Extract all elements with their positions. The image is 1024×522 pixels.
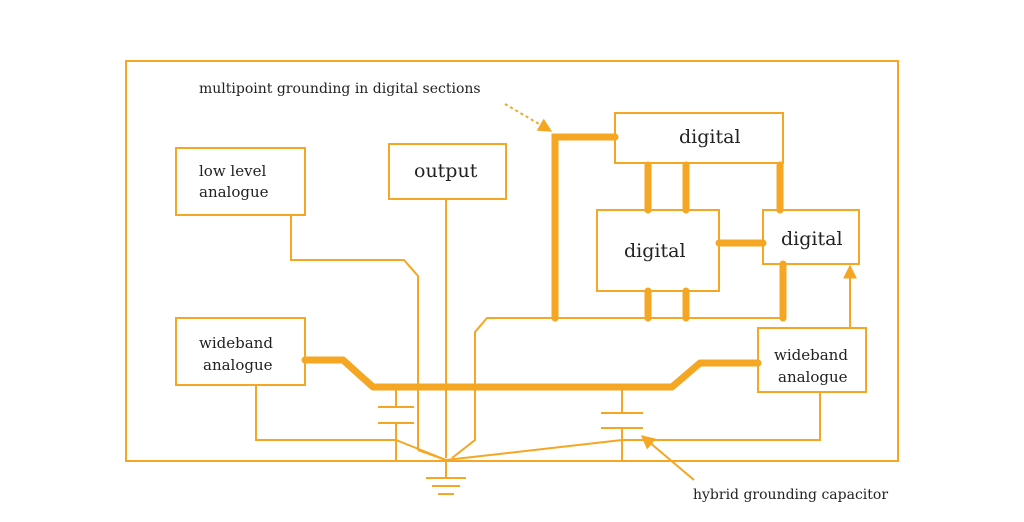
wideband-left-line1: wideband [199,334,273,352]
hybrid-arrow [640,435,695,481]
enclosure-frame [125,60,899,462]
output-label: output [414,160,478,182]
capacitor-icon [601,412,643,429]
digital-right-label: digital [781,228,843,250]
low-level-line2: analogue [199,183,269,201]
digital-top-label: digital [679,126,741,148]
digital-middle-label: digital [624,240,686,262]
block-digital-middle: digital [596,209,720,292]
wideband-right-line2: analogue [778,368,848,386]
block-low-level-analogue: low level analogue [175,147,306,216]
block-wideband-analogue-left: wideband analogue [175,317,306,386]
multipoint-arrow [504,103,553,132]
block-output: output [388,143,507,200]
block-digital-right: digital [762,209,860,265]
hybrid-annotation: hybrid grounding capacitor [693,487,888,503]
capacitor-icon [378,406,414,424]
multipoint-annotation: multipoint grounding in digital sections [199,81,481,97]
block-digital-top: digital [614,112,784,164]
ground-bus [301,356,762,391]
ground-symbol-icon [426,477,466,495]
block-wideband-analogue-right: wideband analogue [757,327,867,393]
thin-wiring [255,199,857,478]
wideband-right-line1: wideband [774,346,848,364]
low-level-line1: low level [199,162,266,180]
digital-straps [551,133,787,322]
wideband-left-line2: analogue [203,356,273,374]
